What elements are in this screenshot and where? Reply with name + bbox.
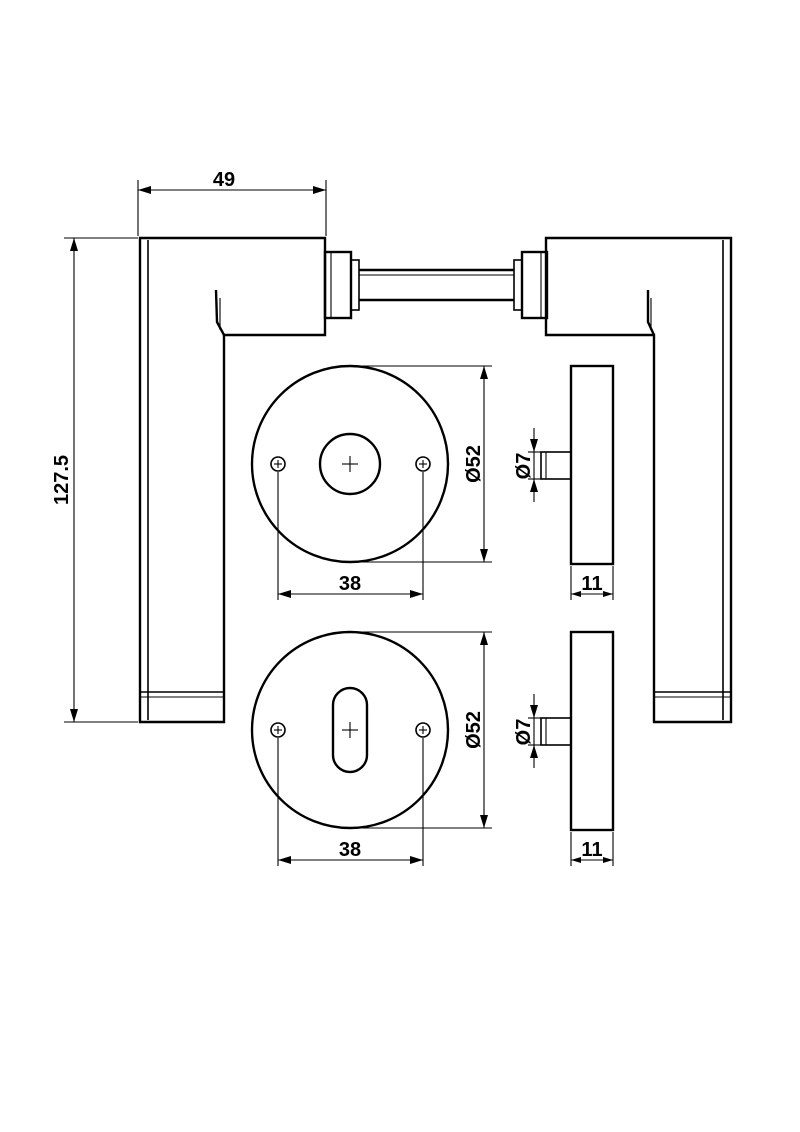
top-rose-hole-spacing-dimension xyxy=(277,472,424,600)
right-lever-handle xyxy=(544,236,733,724)
top-rose-spindle-dimension xyxy=(528,428,541,502)
lever-height-label: 127.5 xyxy=(51,455,73,505)
top-rose-side xyxy=(540,364,615,566)
bottom-rose-hole-spacing-dimension xyxy=(277,738,424,866)
bottom-rose-spindle-label: Ø7 xyxy=(513,719,535,746)
top-rose-diameter-label: Ø52 xyxy=(463,445,485,483)
spindle-assembly xyxy=(323,250,549,320)
bottom-rose-thickness-label: 11 xyxy=(581,839,602,861)
bottom-rose-diameter-dimension xyxy=(352,631,492,829)
bottom-rose-spindle-dimension xyxy=(528,694,541,768)
lever-width-dimension xyxy=(137,180,327,236)
left-lever-handle xyxy=(138,236,327,724)
bottom-rose-thickness-dimension xyxy=(570,832,614,866)
top-rose-hole-spacing-label: 38 xyxy=(339,573,361,595)
top-rose-thickness-dimension xyxy=(570,566,614,600)
top-rose-diameter-dimension xyxy=(352,365,492,563)
bottom-rose-side xyxy=(540,630,615,832)
lever-width-label: 49 xyxy=(213,169,235,191)
lever-height-dimension xyxy=(64,237,138,723)
top-rose-thickness-label: 11 xyxy=(581,573,602,595)
bottom-rose-diameter-label: Ø52 xyxy=(463,711,485,749)
bottom-rose-hole-spacing-label: 38 xyxy=(339,839,361,861)
bottom-rose-front xyxy=(250,630,450,830)
top-rose-spindle-label: Ø7 xyxy=(513,453,535,480)
top-rose-front xyxy=(250,364,450,564)
